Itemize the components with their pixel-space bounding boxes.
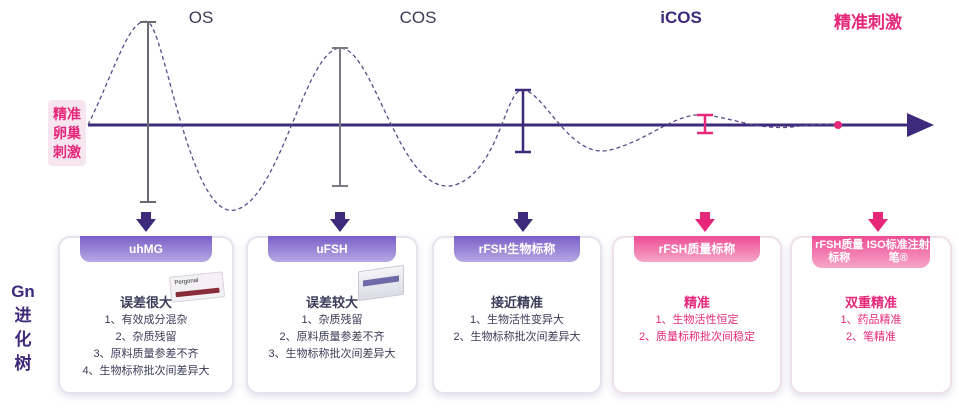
gn-label-line: 树 — [14, 354, 32, 373]
list-item: 2、笔精准 — [845, 331, 897, 343]
list-item: 2、生物标称批次间差异大 — [453, 331, 581, 343]
down-arrow-icon — [513, 212, 533, 232]
oscillation-wave — [87, 20, 839, 211]
card-list: 1、药品精准 2、笔精准 — [792, 312, 950, 346]
card-head: 误差很大 — [119, 295, 172, 310]
gn-label-line: 进 — [14, 306, 32, 325]
precision-point — [834, 121, 842, 129]
card-list: 1、杂质残留 2、原料质量参差不齐 3、生物标称批次间差异大 — [248, 312, 416, 363]
list-item: 3、原料质量参差不齐 — [93, 348, 199, 360]
card-tab-line: ISO标准注射笔® — [866, 239, 930, 264]
card-list: 1、生物活性变异大 2、生物标称批次间差异大 — [434, 312, 600, 346]
down-arrow-icon — [136, 212, 156, 232]
side-label-line: 卵巢 — [53, 124, 81, 141]
product-brand: Pergonal — [174, 277, 199, 287]
card-tab: uhMG — [80, 236, 212, 262]
list-item: 1、有效成分混杂 — [104, 314, 188, 326]
list-item: 4、生物标称批次间差异大 — [82, 365, 210, 377]
list-item: 1、药品精准 — [840, 314, 902, 326]
gn-label-line: 化 — [14, 330, 32, 349]
card-ufsh: uFSH 误差较大 1、杂质残留 2、原料质量参差不齐 3、生物标称批次间差异大 — [246, 236, 418, 394]
card-head: 精准 — [683, 295, 710, 310]
card-head: 接近精准 — [490, 295, 543, 310]
card-list: 1、有效成分混杂 2、杂质残留 3、原料质量参差不齐 4、生物标称批次间差异大 — [60, 312, 232, 380]
card-rfsh-mass: rFSH质量标称 精准 1、生物活性恒定 2、质量标称批次间稳定 — [612, 236, 782, 394]
error-bar-cos — [332, 47, 348, 187]
side-label-line: 精准 — [53, 105, 81, 122]
down-arrow-icon — [330, 212, 350, 232]
card-rfsh-iso-pen: rFSH质量标称 ISO标准注射笔® 双重精准 1、药品精准 2、笔精准 — [790, 236, 952, 394]
gn-label-line: Gn — [11, 282, 35, 301]
stage-title-os: OS — [188, 8, 214, 27]
list-item: 1、杂质残留 — [301, 314, 363, 326]
card-tab: rFSH质量标称 ISO标准注射笔® — [812, 236, 930, 268]
error-bar-os — [140, 21, 156, 203]
card-uhmg: uhMG Pergonal 误差很大 1、有效成分混杂 2、杂质残留 3、原料质… — [58, 236, 234, 394]
side-label-line: 刺激 — [53, 143, 81, 160]
card-list: 1、生物活性恒定 2、质量标称批次间稳定 — [614, 312, 780, 346]
list-item: 1、生物活性变异大 — [469, 314, 565, 326]
error-bar-icos — [515, 88, 531, 154]
list-item: 2、杂质残留 — [115, 331, 177, 343]
card-head: 双重精准 — [844, 295, 897, 310]
list-item: 1、生物活性恒定 — [655, 314, 739, 326]
precision-ovarian-stimulation-label: 精准 卵巢 刺激 — [48, 100, 86, 166]
list-item: 2、质量标称批次间稳定 — [638, 331, 756, 343]
list-item: 2、原料质量参差不齐 — [279, 331, 385, 343]
card-tab: rFSH生物标称 — [454, 236, 580, 262]
error-bar-rfsh-mass — [697, 113, 713, 135]
card-rfsh-bio: rFSH生物标称 接近精准 1、生物活性变异大 2、生物标称批次间差异大 — [432, 236, 602, 394]
card-head: 误差较大 — [305, 295, 358, 310]
down-arrow-icon — [695, 212, 715, 232]
card-tab: uFSH — [268, 236, 396, 262]
gn-evolution-tree-label: Gn 进 化 树 — [8, 280, 38, 376]
down-arrow-icon — [868, 212, 888, 232]
card-tab: rFSH质量标称 — [634, 236, 760, 262]
list-item: 3、生物标称批次间差异大 — [268, 348, 396, 360]
stage-title-icos: iCOS — [660, 8, 702, 27]
stage-title-cos: COS — [399, 8, 437, 27]
card-tab-line: rFSH质量标称 — [815, 239, 864, 264]
stage-title-precision: 精准刺激 — [834, 13, 902, 32]
